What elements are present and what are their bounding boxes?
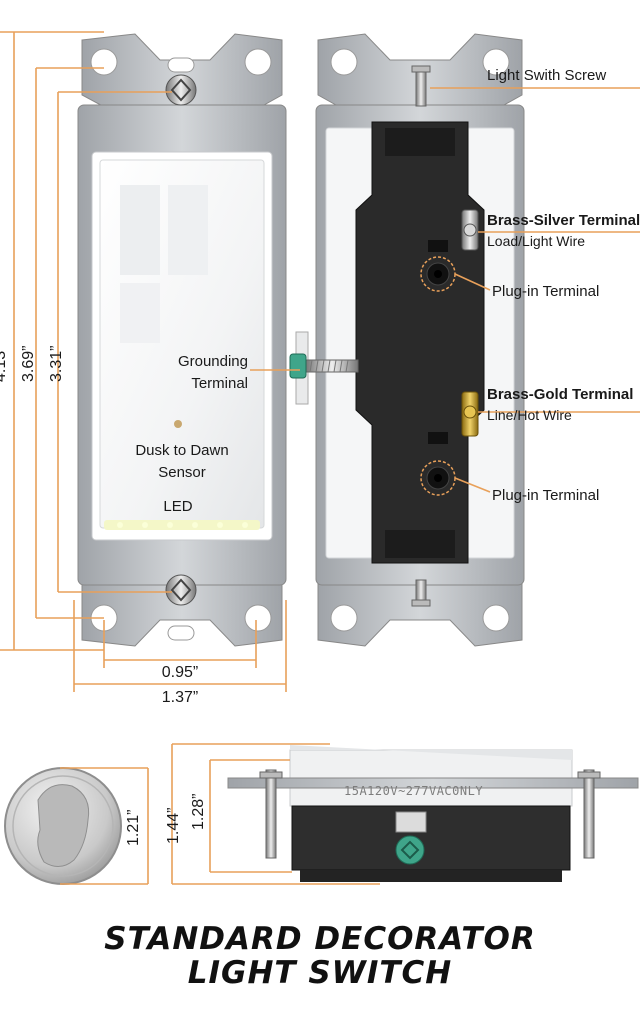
- side-metal-strap: [227, 777, 639, 789]
- side-ground-screw: [395, 835, 425, 865]
- front-top-screw: [165, 74, 197, 106]
- dim-plate-height: 3.69”: [20, 345, 37, 382]
- title-line2: LIGHT SWITCH: [187, 955, 453, 991]
- back-top-screw: [415, 69, 427, 107]
- dim-outer-width: 1.37”: [161, 689, 199, 706]
- side-rating-text: 15A120V~277VAC0NLY: [344, 784, 484, 798]
- label-plug-in-terminal-1: Plug-in Terminal: [492, 283, 600, 300]
- dim-rocker-height: 3.31”: [48, 345, 65, 382]
- label-dusk-line2: Sensor: [158, 464, 206, 481]
- front-switch: [77, 33, 287, 647]
- label-led: LED: [163, 498, 193, 515]
- dim-inner-width: 0.95”: [161, 664, 199, 681]
- label-grounding-line1: Grounding: [177, 353, 248, 370]
- label-load-light-wire: Load/Light Wire: [487, 233, 586, 249]
- label-light-switch-screw: Light Swith Screw: [487, 67, 607, 84]
- back-switch: [315, 33, 525, 647]
- grounding-screw: [289, 331, 359, 405]
- dim-total-height: 4.13”: [0, 345, 9, 382]
- dim-depth-body: 1.28”: [190, 793, 207, 830]
- led-strip: [104, 520, 260, 530]
- side-black-body: [291, 805, 571, 871]
- dim-coin-diameter: 1.21”: [125, 809, 142, 846]
- dim-depth-total: 1.44”: [165, 807, 182, 844]
- label-brass-gold-terminal: Brass-Gold Terminal: [487, 386, 634, 403]
- label-line-hot-wire: Line/Hot Wire: [487, 407, 572, 423]
- back-black-body: [355, 121, 485, 564]
- label-grounding-line2: Terminal: [191, 375, 248, 392]
- front-bottom-screw: [165, 574, 197, 606]
- callout-lines: [250, 87, 640, 493]
- label-brass-silver-terminal: Brass-Silver Terminal: [487, 212, 640, 229]
- title-line1: STANDARD DECORATOR: [104, 921, 536, 957]
- front-dimension-lines: [0, 31, 287, 692]
- label-dusk-line1: Dusk to Dawn: [135, 442, 229, 459]
- label-plug-in-terminal-2: Plug-in Terminal: [492, 487, 600, 504]
- dusk-sensor-dot: [174, 420, 182, 428]
- side-view: [4, 743, 639, 885]
